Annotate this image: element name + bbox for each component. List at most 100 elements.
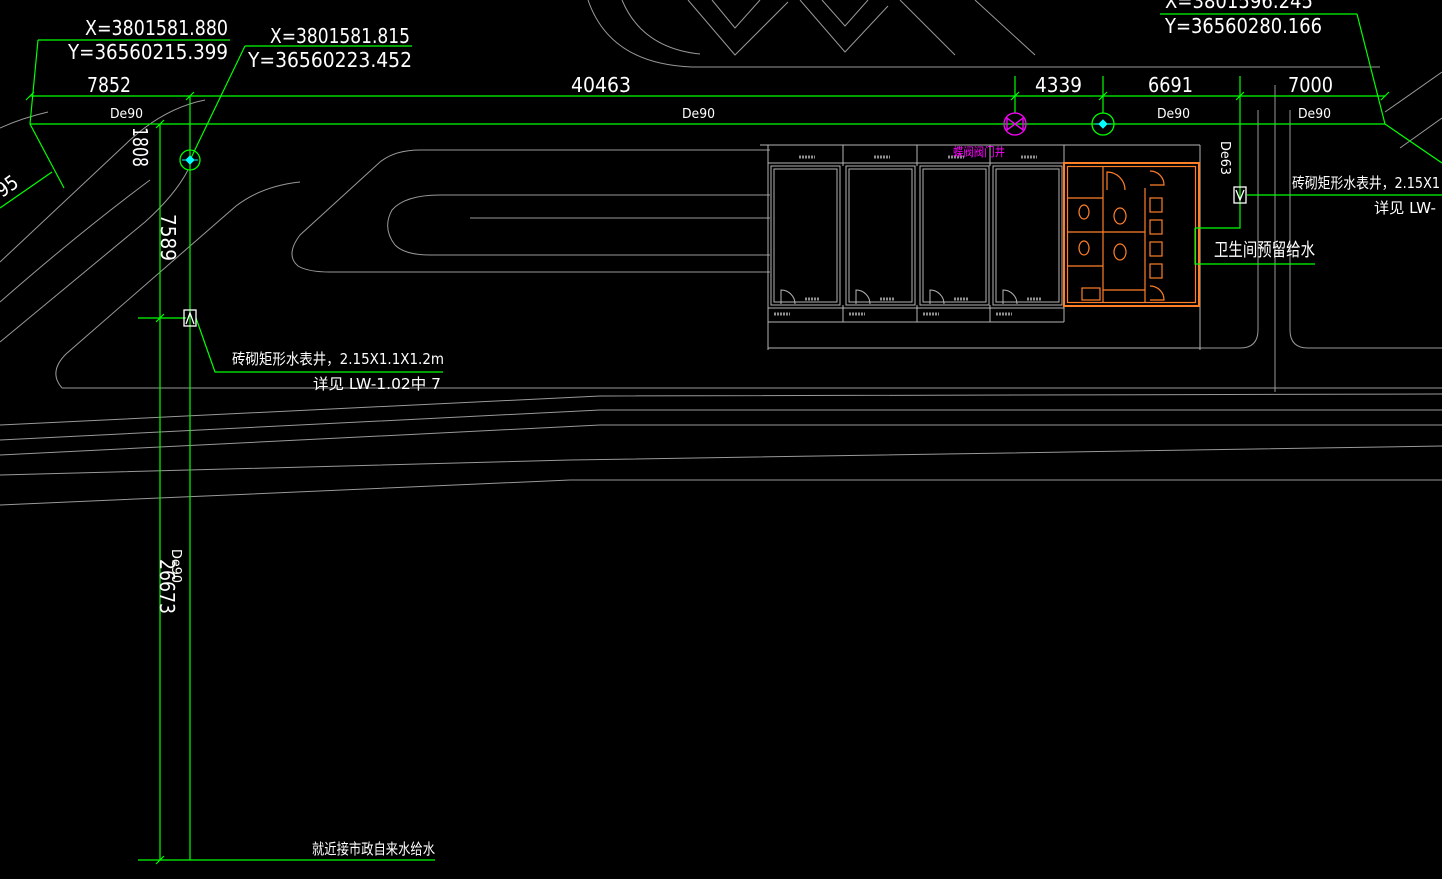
- pipe-size-label: De90: [1157, 107, 1190, 122]
- valve-ring: [1003, 112, 1027, 136]
- water-meter-ring: [179, 149, 201, 171]
- road-edge-line: [0, 424, 1442, 456]
- municipal-connection-annotation: 就近接市政自来水给水: [312, 840, 435, 858]
- room-inner-wall: [922, 168, 987, 303]
- room-outline: [845, 165, 916, 306]
- toilet-fixture: [1078, 240, 1090, 256]
- urinal-fixture: [1149, 219, 1163, 235]
- island-outline: [55, 181, 301, 389]
- door-swing: [1149, 285, 1165, 301]
- road-edge-line: [0, 111, 49, 129]
- room-inner-wall: [848, 168, 913, 303]
- dimension-line: [0, 171, 53, 209]
- water-meter-icon: [1091, 112, 1115, 136]
- valve-well-label: 蝶阀阀门井: [953, 144, 1005, 159]
- vertical-dimension-label: 1808: [128, 127, 152, 167]
- parking-stripe: [711, 0, 761, 29]
- horizontal-dimension-label: 6691: [1148, 73, 1193, 97]
- toilet-fixture: [1081, 287, 1101, 301]
- parking-stripe: [821, 0, 869, 27]
- pipe-size-label: De90: [1298, 107, 1331, 122]
- room-outline: [919, 165, 990, 306]
- meter-well-mark: [1235, 189, 1245, 202]
- door-swing: [1149, 170, 1165, 186]
- parking-stripe: [799, 0, 889, 53]
- toilet-fixture: [1113, 207, 1127, 225]
- room-outline: [992, 165, 1063, 306]
- toilet-partition: [1068, 167, 1146, 302]
- water-meter-core: [182, 155, 198, 165]
- water-meter-icon: [179, 149, 201, 171]
- road-edge-line: [1399, 117, 1442, 149]
- road-edge-line: [1289, 110, 1442, 349]
- road-edge-line: [1200, 110, 1259, 349]
- coordinate-y-label: Y=36560215.399: [67, 40, 228, 64]
- dimension-tick: [25, 91, 1390, 865]
- coordinate-underline: [38, 13, 1357, 47]
- road-edge-line: [0, 169, 189, 343]
- door-swing: [929, 289, 945, 305]
- parking-stripe: [687, 0, 789, 56]
- vertical-dimension-label: 26673: [155, 559, 179, 614]
- road-edge-line: [1384, 71, 1442, 113]
- road-edge-line: [0, 99, 206, 263]
- meter-well-icon: [183, 309, 197, 327]
- urinal-fixture: [1149, 263, 1163, 279]
- parking-stripe: [974, 0, 1036, 56]
- branch-pipe-de63: [1195, 76, 1241, 229]
- road-edge-line: [0, 393, 1442, 426]
- pipe-size-label: De63: [1217, 141, 1232, 175]
- road-edge-line: [0, 409, 1442, 441]
- leader-line: [29, 13, 1442, 164]
- toilet-fixture: [1078, 204, 1090, 220]
- water-meter-core: [1095, 119, 1111, 129]
- door-swing: [1106, 171, 1126, 191]
- meter-well-box: [1233, 186, 1247, 204]
- meter-well-reference: 详见 LW-: [1374, 199, 1436, 217]
- pipe-size-label: De90: [110, 107, 143, 122]
- horizontal-dimension-label: 7852: [87, 73, 131, 97]
- room-label-marks: [774, 155, 1041, 316]
- door-swing: [1002, 289, 1018, 305]
- toilet-fixture: [1113, 243, 1127, 261]
- coordinate-x-label: X=3801581.815: [270, 24, 410, 48]
- pipe-size-label: De90: [168, 549, 183, 583]
- road-edge-line: [587, 0, 1380, 68]
- toilet-supply-annotation: 卫生间预留给水: [1214, 240, 1315, 261]
- leader-line: [195, 317, 443, 373]
- urinal-fixture: [1149, 241, 1163, 257]
- meter-well-icon: [1233, 186, 1247, 204]
- meter-well-annotation: 砖砌矩形水表井，2.15X1.1X1.2m: [232, 350, 444, 368]
- room-inner-wall: [773, 168, 838, 303]
- leader-line: [1194, 228, 1315, 265]
- horizontal-dimension-label: 40463: [571, 73, 631, 97]
- meter-well-reference: 详见 LW-1.02中 7: [313, 375, 441, 393]
- coordinate-y-label: Y=36560280.166: [1164, 14, 1322, 38]
- column-line: [842, 145, 1065, 322]
- road-edge-line: [621, 0, 701, 55]
- extension-line: [29, 76, 1104, 861]
- pipe-size-label: De90: [682, 107, 715, 122]
- room-inner-wall: [995, 168, 1060, 303]
- toilet-block: [1063, 162, 1200, 307]
- room-outline: [770, 165, 841, 306]
- valve-bowtie: [1006, 116, 1024, 132]
- toilet-block-outline: [1063, 162, 1200, 307]
- parking-stripe: [899, 0, 956, 56]
- meter-well-mark: [185, 311, 195, 325]
- horizontal-dimension-label: 4339: [1035, 73, 1082, 97]
- island-outline: [387, 194, 770, 256]
- road-edge-line: [0, 179, 151, 303]
- door-swing: [780, 289, 796, 305]
- coordinate-x-label: X=3801596.245: [1165, 0, 1313, 13]
- vertical-dimension-label: 7589: [156, 214, 180, 261]
- coordinate-x-label: X=3801581.880: [85, 16, 228, 40]
- horizontal-dimension-label: 7000: [1288, 73, 1333, 97]
- water-supply-network: [0, 13, 1442, 865]
- door-swing: [855, 289, 871, 305]
- coordinate-y-label: Y=36560223.452: [247, 48, 412, 72]
- island-outline: [291, 149, 770, 273]
- butterfly-valve-icon: [1003, 112, 1027, 136]
